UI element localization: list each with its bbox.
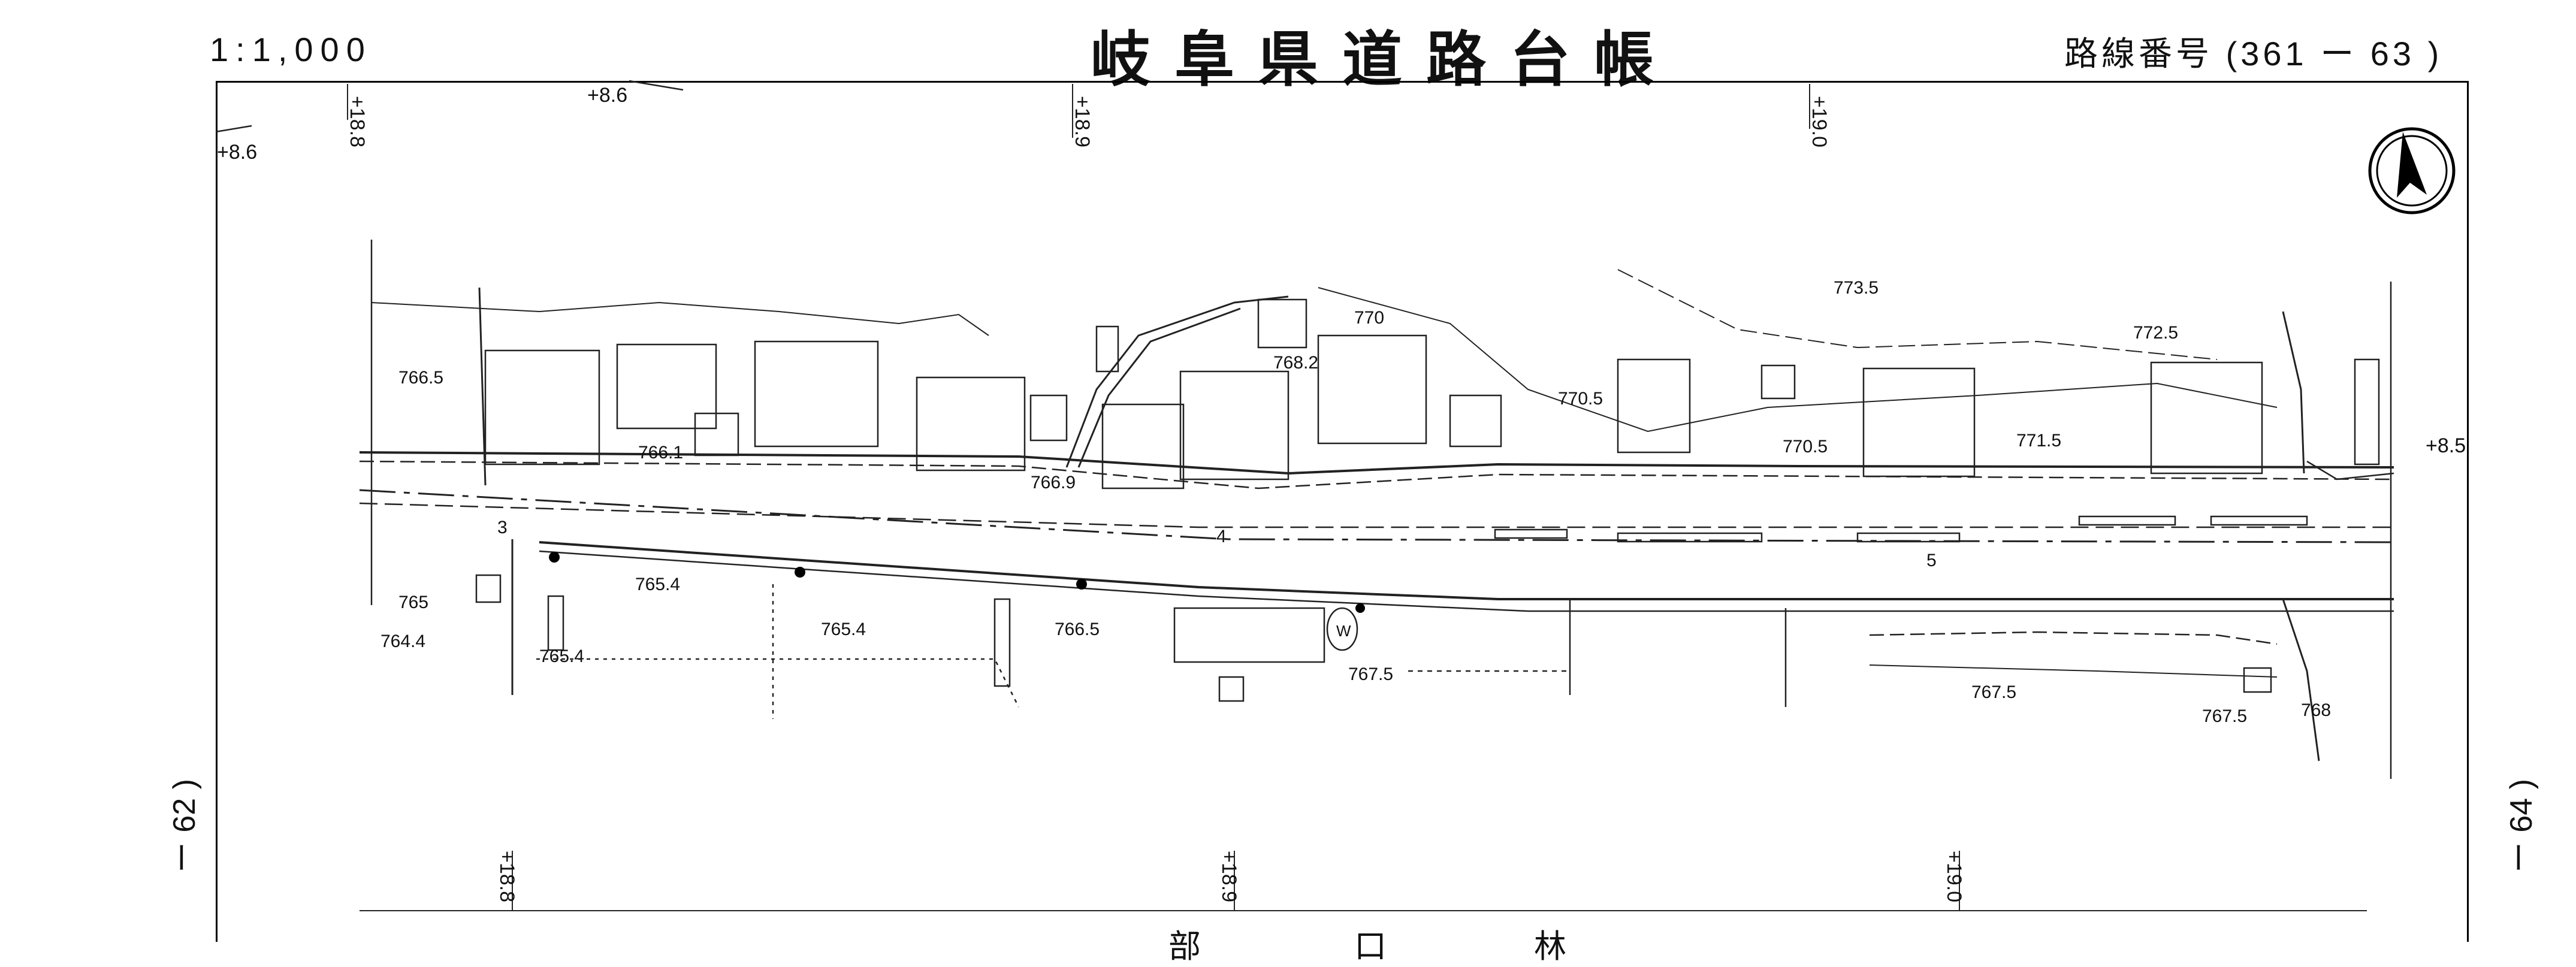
elevation-label: 770.5 [1558,389,1603,409]
elevation-label: 773.5 [1834,278,1879,298]
elevation-label: 765.4 [821,620,866,639]
route-value: (361 ー 63 ) [2225,35,2443,72]
elevation-label: 771.5 [2016,431,2061,451]
elevation-label: 770.5 [1783,437,1828,457]
elevation-label: 767.5 [1971,682,2016,702]
elevation-label: 764.4 [380,631,425,651]
elevation-label: 765 [398,593,428,612]
bottom-label-3: 林 [1534,929,1578,965]
edge-offset-left: +8.6 [217,141,257,164]
route-label: 路線番号 [2064,35,2213,72]
section-number: 3 [497,518,508,537]
chainage-bottom-2: +18.9 [1218,851,1240,902]
elevation-label: 768.2 [1273,353,1318,373]
page-title: 岐阜県道路台帳 [1091,24,1678,95]
north-arrow [2368,127,2456,214]
elevation-label: 765.4 [635,575,680,594]
chainage-top-3: +19.0 [1808,96,1831,147]
elevation-label: 766.5 [398,368,443,388]
elevation-label: 767.5 [2202,706,2247,726]
chainage-top-1: +18.8 [346,96,369,147]
bottom-label-1: 部 [1168,929,1213,965]
road-map-drawing: +18.8 +18.9 +19.0 +18.8 +18.9 +19.0 +8.6… [215,80,2466,911]
elevation-label: 768 [2301,700,2331,720]
section-number: 5 [1926,551,1937,570]
elevation-label: 772.5 [2133,323,2178,343]
edge-offset-top: +8.6 [587,84,627,107]
elevation-label: 770 [1354,308,1384,328]
elevation-label: 767.5 [1348,664,1393,684]
elevation-label: 765.4 [539,646,584,666]
route-number: 路線番号 (361 ー 63 ) [2064,27,2442,75]
chainage-top-2: +18.9 [1071,96,1094,147]
edge-offset-right: +8.5 [2426,434,2466,457]
elevation-label: 766.5 [1055,620,1100,639]
well-marker: W [1336,622,1351,640]
chainage-bottom-1: +18.8 [496,851,518,902]
elevation-label: 766.9 [1031,473,1076,492]
map-scale: 1:1,000 [210,31,372,68]
section-number: 4 [1216,527,1227,546]
map-frame [216,81,2469,942]
elevation-label: 766.1 [638,443,683,463]
bottom-label-2: 口 [1354,929,1399,965]
chainage-bottom-3: +19.0 [1943,851,1965,902]
